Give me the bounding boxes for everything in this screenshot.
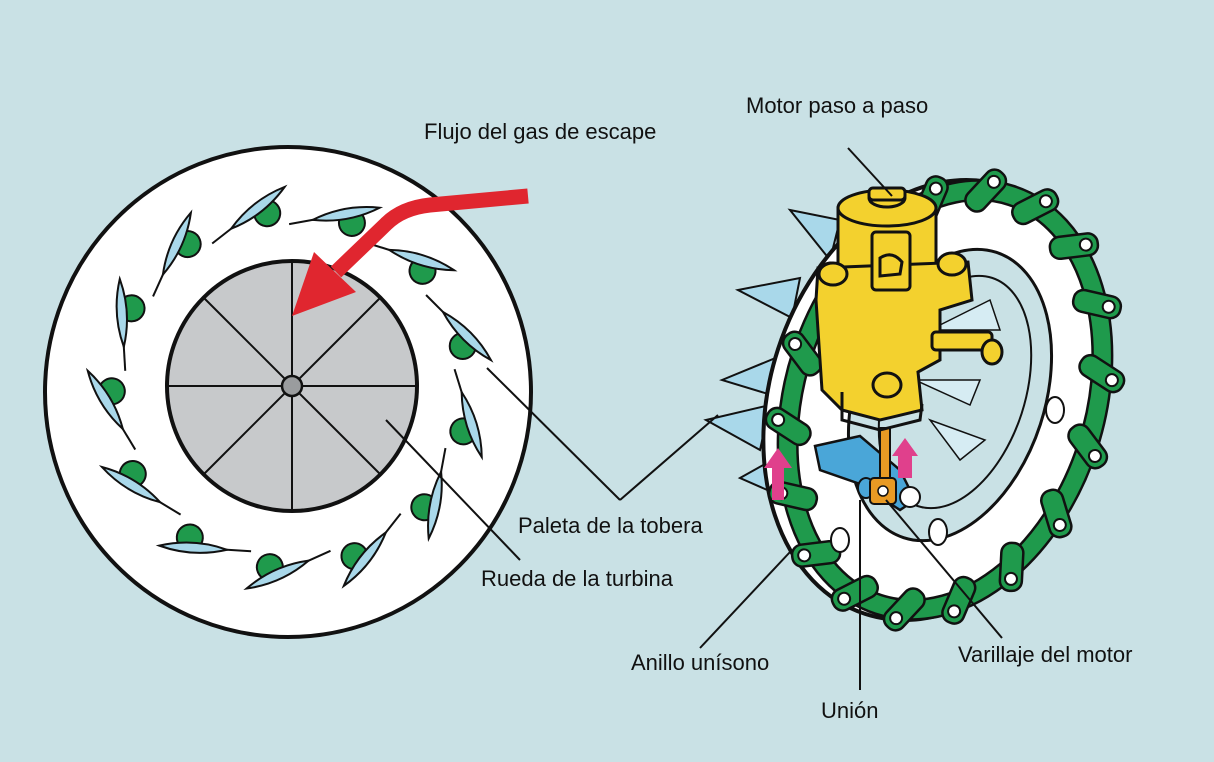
turbine-wheel bbox=[165, 259, 419, 513]
nozzle-vane bbox=[288, 206, 384, 237]
label-joint: Unión bbox=[821, 698, 878, 723]
nozzle-vane bbox=[410, 447, 447, 543]
nozzle-vane bbox=[98, 459, 182, 516]
label-turbine-wheel: Rueda de la turbina bbox=[481, 566, 674, 591]
nozzle-vane bbox=[211, 184, 288, 245]
label-nozzle-vane: Paleta de la tobera bbox=[518, 513, 703, 538]
unison-link bbox=[1067, 423, 1109, 470]
nozzle-vane bbox=[366, 241, 458, 285]
leader-lines bbox=[385, 147, 1003, 690]
nozzle-vane bbox=[115, 275, 146, 371]
unison-link bbox=[998, 541, 1025, 593]
unison-link bbox=[941, 575, 977, 625]
nozzle-vane bbox=[152, 209, 202, 297]
label-stepper-motor: Motor paso a paso bbox=[746, 93, 928, 118]
leader-nozzle-vane-right bbox=[619, 414, 719, 501]
motion-arrows bbox=[764, 438, 918, 500]
label-unison-ring: Anillo unísono bbox=[631, 650, 769, 675]
unison-link bbox=[1011, 188, 1060, 226]
unison-link bbox=[1071, 288, 1123, 320]
stepper-motor bbox=[814, 186, 1004, 432]
label-exhaust-flow: Flujo del gas de escape bbox=[424, 119, 656, 144]
nozzle-vanes bbox=[85, 184, 494, 590]
vnt-mechanism bbox=[703, 168, 1126, 632]
nozzle-vane bbox=[449, 368, 483, 461]
unison-link bbox=[781, 330, 823, 377]
exhaust-flow-arrow bbox=[292, 188, 529, 316]
nozzle-vane bbox=[155, 523, 252, 554]
nozzle-vane bbox=[425, 294, 494, 363]
leader-nozzle-vane-left bbox=[486, 367, 621, 501]
motor-linkage bbox=[869, 427, 897, 505]
unison-link bbox=[1078, 353, 1126, 394]
leader-stepper-motor bbox=[847, 147, 893, 197]
unison-link bbox=[764, 406, 812, 447]
inner-vane-blades bbox=[914, 298, 1002, 462]
label-motor-linkage: Varillaje del motor bbox=[958, 642, 1132, 667]
unison-link bbox=[1048, 232, 1100, 261]
unison-link bbox=[882, 587, 926, 632]
unison-link bbox=[1040, 488, 1073, 539]
nozzle-vane bbox=[243, 549, 331, 590]
labels: Flujo del gas de escape Motor paso a pas… bbox=[424, 93, 1132, 723]
nozzle-vane bbox=[85, 367, 137, 451]
leader-motor-linkage bbox=[885, 499, 1003, 639]
ring-pins bbox=[830, 396, 1065, 553]
unison-link bbox=[964, 168, 1008, 213]
leader-turbine-wheel bbox=[385, 419, 521, 561]
leader-unison-ring bbox=[699, 551, 791, 649]
nozzle-vane bbox=[340, 513, 402, 589]
